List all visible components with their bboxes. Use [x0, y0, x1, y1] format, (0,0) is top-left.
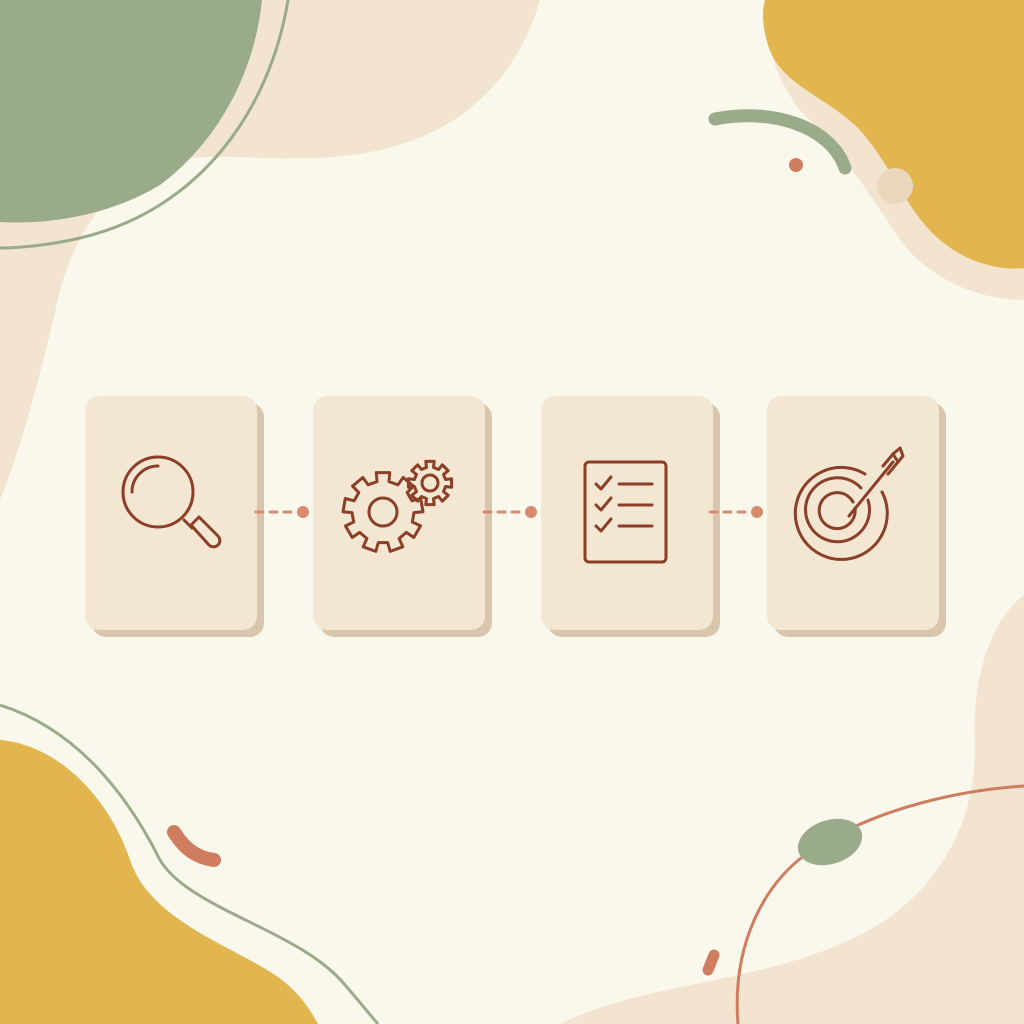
sage-arc-top-left [0, 0, 290, 250]
dotted-connector-2 [482, 506, 537, 518]
step-card-goal [767, 396, 939, 630]
sage-leaf-bottom-right [797, 818, 863, 866]
magnifying-glass-icon [121, 455, 222, 549]
gears-icon [341, 459, 454, 553]
terracotta-dot-top-right [789, 158, 803, 172]
small-gear [406, 459, 454, 507]
small-gear-hole [420, 473, 440, 493]
mustard-blob-bottom-left [0, 740, 318, 1024]
step-card-checklist [541, 396, 713, 630]
step-card-process [313, 396, 485, 630]
sage-arc-bottom-left [0, 703, 380, 1024]
target-arrow-icon [793, 446, 905, 561]
sand-blob-right [560, 595, 1024, 1024]
terracotta-dash-bottom-left [167, 825, 221, 867]
dotted-connector-1 [254, 506, 309, 518]
large-gear-hole [367, 496, 399, 528]
mustard-blob-top-right [763, 0, 1024, 269]
sage-arc-top-right [708, 109, 852, 175]
sand-dot-top-right [877, 168, 913, 204]
sage-blob-top-left [0, 0, 262, 223]
step-card-search [85, 396, 257, 630]
dotted-connector-3 [708, 506, 763, 518]
terracotta-dash-bottom-right [702, 949, 720, 976]
large-gear [341, 471, 425, 553]
checklist-icon [583, 460, 668, 564]
